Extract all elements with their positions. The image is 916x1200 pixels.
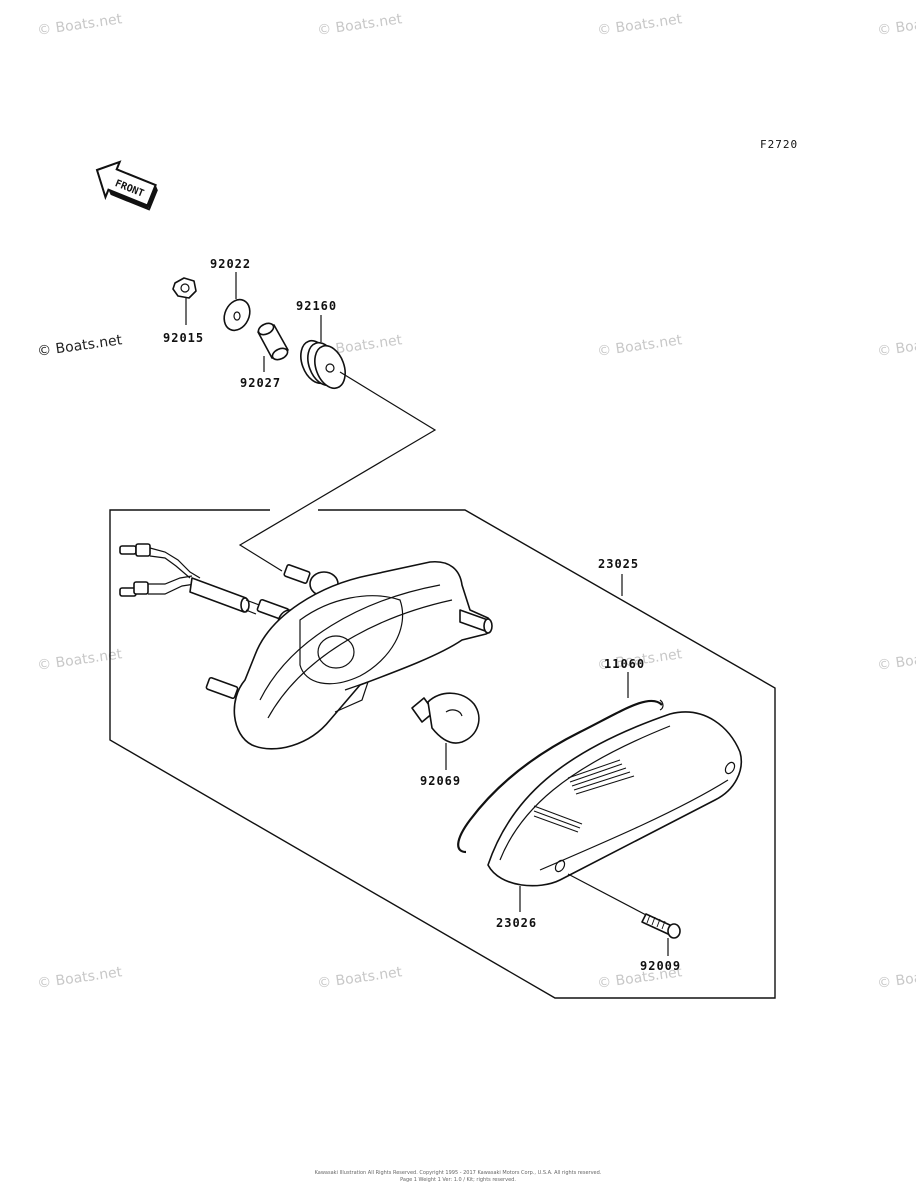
part-label-92009: 92009 — [640, 959, 681, 973]
part-label-92160: 92160 — [296, 299, 337, 313]
part-label-92027: 92027 — [240, 376, 281, 390]
screw-92009 — [567, 873, 681, 956]
footer-copyright: Kawasaki Illustration All Rights Reserve… — [315, 1170, 602, 1176]
lens-23026 — [487, 711, 742, 912]
nut-92015 — [172, 277, 197, 325]
watermark: © Boats.net — [596, 11, 683, 39]
watermark: © Boats.net — [316, 964, 403, 992]
watermark: © Boats.net — [596, 332, 683, 360]
watermarks: © Boats.net © Boats.net © Boats.net © Bo… — [36, 11, 916, 992]
part-label-23026: 23026 — [496, 916, 537, 930]
part-label-92022: 92022 — [210, 257, 251, 271]
watermark: © Boats.net — [36, 11, 123, 39]
grommet-92160 — [300, 315, 346, 390]
watermark: © Boats.net — [876, 11, 916, 39]
assembly-frame — [109, 509, 776, 999]
gasket-11060 — [457, 672, 664, 854]
front-arrow-icon: FRONT — [95, 160, 158, 211]
bulb-92069 — [411, 692, 480, 770]
watermark: © Boats.net — [876, 646, 916, 674]
watermark: © Boats.net — [36, 964, 123, 992]
ref-code: F2720 — [760, 138, 798, 151]
mount-leader — [238, 371, 437, 572]
watermark: © Boats.net — [876, 332, 916, 360]
part-label-23025: 23025 — [598, 557, 639, 571]
part-label-92015: 92015 — [163, 331, 204, 345]
watermark: © Boats.net — [876, 964, 916, 992]
watermark: © Boats.net — [316, 11, 403, 39]
part-label-92069: 92069 — [420, 774, 461, 788]
footer-page-info: Page 1 Weight 1 Ver: 1.0 / Kit; rights r… — [400, 1177, 516, 1183]
tail-lamp-housing-23025 — [119, 543, 493, 750]
washer-92022 — [223, 272, 251, 332]
collar-92027 — [257, 322, 289, 372]
part-label-11060: 11060 — [604, 657, 645, 671]
watermark: © Boats.net — [36, 332, 123, 360]
